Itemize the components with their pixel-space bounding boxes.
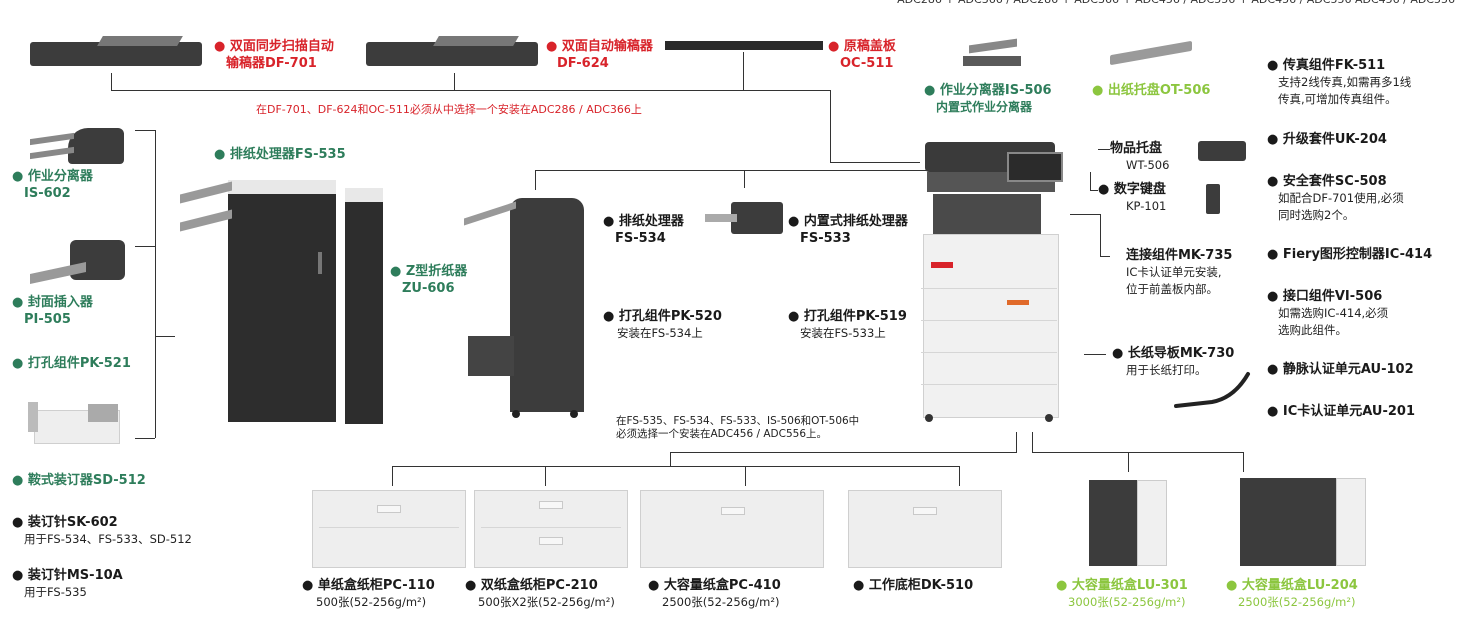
mk-735-desc-2: 位于前盖板内部。: [1126, 282, 1218, 296]
pi-505-image: [30, 240, 125, 286]
dk-510-label: 工作底柜DK-510: [853, 577, 973, 594]
mk-735-label: 连接组件MK-735: [1126, 248, 1233, 263]
fk-511-desc-2: 传真,可增加传真组件。: [1278, 92, 1397, 106]
sd-512-label: 鞍式装订器SD-512: [12, 472, 146, 489]
top-notice: 在DF-701、DF-624和OC-511必须从中选择一个安装在ADC286 /…: [256, 103, 642, 116]
lu-204-image: [1240, 478, 1366, 570]
kp-101-desc: KP-101: [1126, 199, 1167, 213]
sk-602-label: 装订针SK-602: [12, 514, 118, 531]
wt-506-image: [1198, 141, 1246, 161]
zu-606-model: ZU-606: [402, 281, 455, 296]
oc-511-label: 原稿盖板: [828, 38, 896, 55]
mk-730-label: 长纸导板MK-730: [1112, 345, 1234, 362]
sc-508-label: 安全套件SC-508: [1267, 173, 1387, 190]
df-624-label: 双面自动输稿器: [546, 38, 653, 55]
pk-519-desc: 安装在FS-533上: [800, 326, 886, 340]
is-506-sub: 内置式作业分离器: [936, 100, 1033, 114]
is-602-image: [30, 126, 125, 166]
fs-534-model: FS-534: [615, 231, 666, 246]
lu-301-desc: 3000张(52-256g/m²): [1068, 595, 1186, 609]
pi-505-model: PI-505: [24, 312, 71, 327]
zu-606-label: Z型折纸器: [390, 263, 467, 280]
fs-533-label: 内置式排纸处理器: [788, 213, 908, 230]
middle-notice-2: 必须选择一个安装在ADC456 / ADC556上。: [616, 428, 827, 440]
kp-101-label: 数字键盘: [1098, 181, 1166, 198]
pc-410-label: 大容量纸盒PC-410: [648, 577, 781, 594]
vi-506-label: 接口组件VI-506: [1267, 288, 1382, 305]
pc-410-desc: 2500张(52-256g/m²): [662, 595, 780, 609]
wt-506-label: 物品托盘: [1110, 141, 1163, 156]
main-copier-image: [915, 136, 1063, 426]
uk-204-label: 升级套件UK-204: [1267, 131, 1387, 148]
lu-204-label: 大容量纸盒LU-204: [1226, 577, 1358, 594]
mk-735-desc-1: IC卡认证单元安装,: [1126, 265, 1222, 279]
au-102-label: 静脉认证单元AU-102: [1267, 361, 1414, 378]
au-201-label: IC卡认证单元AU-201: [1267, 403, 1415, 420]
is-602-label: 作业分离器: [12, 168, 93, 185]
fs-534-image: [458, 196, 586, 420]
pi-505-label: 封面插入器: [12, 294, 93, 311]
zu-606-image: [345, 188, 383, 424]
df-624-model: DF-624: [557, 56, 609, 71]
fk-511-label: 传真组件FK-511: [1267, 57, 1385, 74]
pc-110-label: 单纸盒纸柜PC-110: [302, 577, 435, 594]
lu-301-label: 大容量纸盒LU-301: [1056, 577, 1188, 594]
df-701-label: 双面同步扫描自动: [214, 38, 334, 55]
pc-210-image: [474, 490, 628, 568]
ot-506-image: [1110, 40, 1192, 66]
vi-506-desc-2: 选购此组件。: [1278, 323, 1347, 337]
oc-511-model: OC-511: [840, 56, 894, 71]
pk-521-label: 打孔组件PK-521: [12, 355, 131, 372]
pc-210-desc: 500张X2张(52-256g/m²): [478, 595, 615, 609]
ms-10a-label: 装订针MS-10A: [12, 567, 123, 584]
sk-602-desc: 用于FS-534、FS-533、SD-512: [24, 532, 192, 546]
lu-204-desc: 2500张(52-256g/m²): [1238, 595, 1356, 609]
fs-533-model: FS-533: [800, 231, 851, 246]
fs-534-label: 排纸处理器: [603, 213, 684, 230]
fs-535-label: 排纸处理器FS-535: [214, 146, 346, 163]
fs-535-image: [178, 178, 338, 424]
sc-508-desc-1: 如配合DF-701使用,必须: [1278, 191, 1404, 205]
df-701-model: 输稿器DF-701: [226, 56, 317, 71]
is-506-image: [963, 38, 1021, 66]
pc-110-image: [312, 490, 466, 568]
top-header: ADC286 + ADC366 / ADC286 + ADC366 + ADC4…: [897, 0, 1455, 8]
pk-519-label: 打孔组件PK-519: [788, 308, 907, 325]
pc-410-image: [640, 490, 824, 568]
dk-510-image: [848, 490, 1002, 568]
mk-730-image: [1172, 368, 1264, 412]
pk-520-desc: 安装在FS-534上: [617, 326, 703, 340]
fk-511-desc-1: 支持2线传真,如需再多1线: [1278, 75, 1412, 89]
df-624-image: [366, 36, 538, 68]
oc-511-image: [665, 41, 823, 50]
pc-110-desc: 500张(52-256g/m²): [316, 595, 427, 609]
ot-506-label: 出纸托盘OT-506: [1092, 82, 1211, 99]
df-701-image: [30, 36, 202, 68]
sd-512-image: [28, 400, 124, 450]
lu-301-image: [1089, 480, 1167, 570]
is-602-model: IS-602: [24, 186, 71, 201]
vi-506-desc-1: 如需选购IC-414,必须: [1278, 306, 1389, 320]
wt-506-desc: WT-506: [1126, 158, 1170, 172]
middle-notice-1: 在FS-535、FS-534、FS-533、IS-506和OT-506中: [616, 415, 860, 427]
ic-414-label: Fiery图形控制器IC-414: [1267, 246, 1432, 263]
pc-210-label: 双纸盒纸柜PC-210: [465, 577, 598, 594]
sc-508-desc-2: 同时选购2个。: [1278, 208, 1355, 222]
fs-533-image: [705, 200, 785, 236]
ms-10a-desc: 用于FS-535: [24, 585, 87, 599]
kp-101-image: [1206, 184, 1220, 214]
mk-730-desc: 用于长纸打印。: [1126, 363, 1207, 377]
is-506-label: 作业分离器IS-506: [924, 82, 1052, 99]
pk-520-label: 打孔组件PK-520: [603, 308, 722, 325]
